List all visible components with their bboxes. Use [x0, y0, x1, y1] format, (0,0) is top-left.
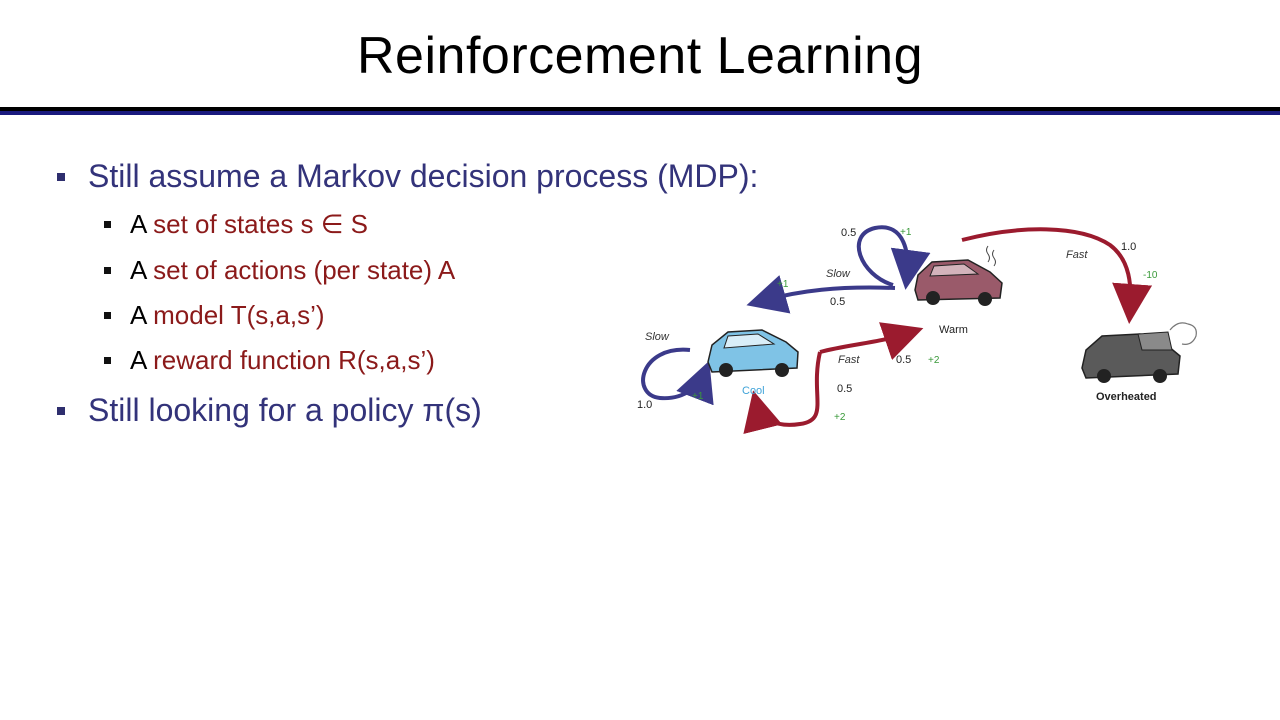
sub-bullet-reward: A reward function R(s,a,s’) — [104, 345, 435, 376]
sub-bullet-prefix: A — [130, 209, 154, 239]
state-label-cool: Cool — [742, 385, 765, 397]
reward-warm-slow-cool: +1 — [777, 279, 789, 290]
slide-title: Reinforcement Learning — [357, 27, 923, 85]
bullet-text: Still looking for a policy π(s) — [88, 392, 482, 428]
title-rule — [0, 107, 1280, 111]
sub-bullet-prefix: A — [130, 255, 154, 285]
prob-warm-slow-cool: 0.5 — [830, 296, 845, 308]
action-cool-fast-warm: Fast — [838, 354, 860, 366]
bullet-text: Still assume a Markov decision process (… — [88, 158, 759, 194]
bullet-marker — [104, 357, 111, 364]
bullet-policy: Still looking for a policy π(s) — [57, 392, 482, 429]
cool-car-icon — [707, 329, 799, 377]
prob-cool-fast-cool: 0.5 — [837, 383, 852, 395]
prob-warm-fast-overheated: 1.0 — [1121, 241, 1136, 253]
sub-bullet-highlight: model T(s,a,s’) — [153, 300, 325, 330]
bullet-marker — [57, 172, 65, 181]
warm-car-icon — [914, 245, 1003, 306]
prob-warm-slow-warm: 0.5 — [841, 227, 856, 239]
arrow-cool-slow-self — [641, 347, 714, 406]
sub-bullet-actions: A set of actions (per state) A — [104, 255, 455, 286]
action-cool-slow-cool: Slow — [645, 331, 670, 343]
title-rule-accent — [0, 111, 1280, 115]
sub-bullet-prefix: A — [130, 300, 154, 330]
arrow-warm-slow-cool — [746, 275, 896, 314]
arrow-cool-fast-warm — [819, 322, 924, 361]
state-label-warm: Warm — [939, 324, 968, 336]
bullet-marker — [57, 406, 65, 415]
sub-bullet-highlight: set of states s ∈ S — [153, 209, 368, 239]
overheated-car-icon — [1081, 322, 1197, 383]
action-warm-fast-overheated: Fast — [1066, 249, 1088, 261]
sub-bullet-highlight: set of actions (per state) A — [153, 255, 456, 285]
prob-cool-fast-warm: 0.5 — [896, 354, 911, 366]
reward-cool-slow-cool: +1 — [692, 391, 704, 402]
bullet-marker — [104, 221, 111, 228]
arrow-warm-slow-self — [856, 225, 931, 290]
bullet-mdp: Still assume a Markov decision process (… — [57, 158, 758, 195]
prob-cool-slow-cool: 1.0 — [637, 399, 652, 411]
arrow-warm-fast-overheated — [961, 227, 1153, 324]
reward-warm-fast-overheated: -10 — [1143, 270, 1158, 281]
bullet-marker — [104, 312, 111, 319]
reward-cool-fast-cool: +2 — [834, 412, 846, 423]
sub-bullet-states: A set of states s ∈ S — [104, 209, 368, 240]
reward-warm-slow-warm: +1 — [900, 227, 912, 238]
action-warm-slow-cool: Slow — [826, 268, 851, 280]
bullet-marker — [104, 267, 111, 274]
sub-bullet-model: A model T(s,a,s’) — [104, 300, 325, 331]
state-label-overheated: Overheated — [1096, 391, 1157, 403]
reward-cool-fast-warm: +2 — [928, 355, 940, 366]
sub-bullet-prefix: A — [130, 345, 154, 375]
sub-bullet-highlight: reward function R(s,a,s’) — [153, 345, 435, 375]
arrow-cool-fast-self — [743, 351, 822, 435]
